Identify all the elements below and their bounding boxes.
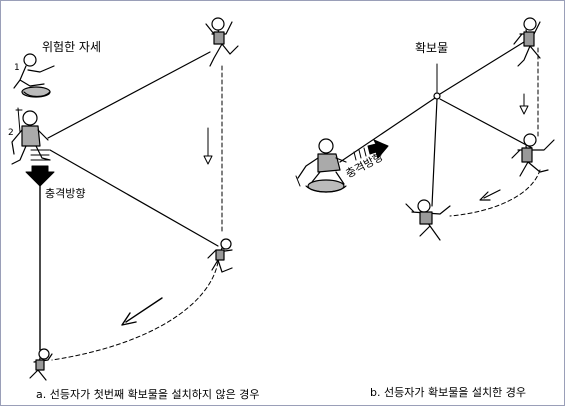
marker-2: 2 xyxy=(8,128,14,138)
fallen-climber-left xyxy=(29,348,53,381)
impact-arrow-left xyxy=(25,149,55,187)
side-climber-right xyxy=(511,133,555,177)
top-climber-left xyxy=(205,17,239,67)
rope-to-swinging-climber xyxy=(49,149,219,247)
swing-arrow-left xyxy=(125,297,163,323)
caption-left: a. 선등자가 첫번째 확보물을 설치하지 않은 경우 xyxy=(36,388,260,401)
danger-posture-label: 위험한 자세 xyxy=(42,40,102,54)
swinging-climber-left xyxy=(207,238,233,273)
rope-anchor-side xyxy=(439,98,533,149)
anchor-label: 확보물 xyxy=(415,41,449,55)
belayer-figure-2 xyxy=(11,107,51,165)
hanging-climber-right xyxy=(405,199,451,241)
marker-1: 1 xyxy=(14,63,20,73)
impact-direction-label-left: 충격방향 xyxy=(45,187,86,200)
rope-to-top-climber xyxy=(47,51,211,139)
top-climber-right xyxy=(513,17,541,67)
belayer-right xyxy=(295,138,347,193)
caption-right: b. 선등자가 확보물을 설치한 경우 xyxy=(370,386,527,399)
dashed-swing-arc xyxy=(51,261,219,361)
belayer-figure-1 xyxy=(13,53,55,98)
rope-anchor-top xyxy=(439,41,525,95)
dashed-swing-arc-right xyxy=(449,169,541,217)
impact-arrow-right xyxy=(353,139,389,161)
rope-belayer-anchor xyxy=(339,97,436,163)
swing-arrow-right xyxy=(483,189,501,199)
rope-anchor-hanging xyxy=(431,98,438,207)
